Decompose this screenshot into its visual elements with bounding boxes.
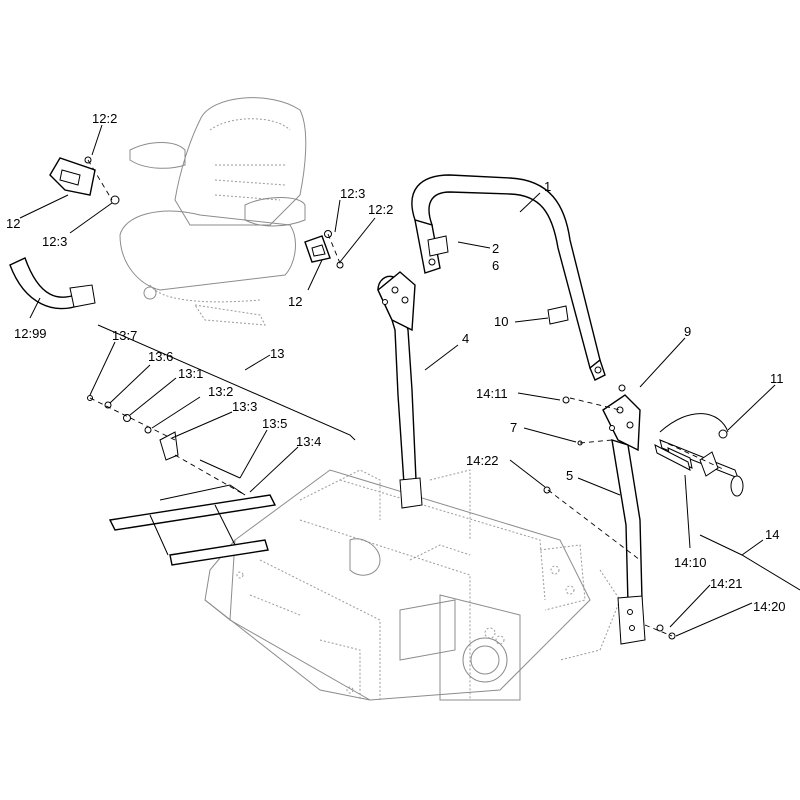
callout-labels: 12:2 12 12:3 12:99 12:3 12:2 12 1 2 6 10… [6,111,786,614]
hardware [543,384,691,640]
callout-9: 9 [684,324,691,339]
decal-10 [547,305,569,325]
callout-12-99: 12:99 [14,326,47,341]
frame-phantom [204,469,621,701]
callout-5: 5 [566,468,573,483]
callout-11: 11 [770,371,784,386]
callout-12-right: 12 [288,294,302,309]
callout-14-20: 14:20 [753,599,786,614]
callout-12-3-right: 12:3 [340,186,365,201]
leader-lines [19,124,800,637]
callout-12-2-left: 12:2 [92,111,117,126]
roll-bar-upper [411,174,606,381]
callout-12-2-right: 12:2 [368,202,393,217]
decal-2 [427,235,449,257]
callout-14-11: 14:11 [476,386,508,401]
roll-bar-left-post [377,271,423,509]
callout-13-2: 13:2 [208,384,233,399]
callout-13-7: 13:7 [112,328,137,343]
callout-4: 4 [462,331,469,346]
assembly-dashes [87,159,726,637]
seat-belt-left [9,156,120,310]
roll-bar-right-post [602,394,646,645]
callout-14-21: 14:21 [710,576,743,591]
callout-1: 1 [544,179,551,194]
callout-10: 10 [494,314,508,329]
callout-13-1: 13:1 [178,366,203,381]
callout-13-4: 13:4 [296,434,321,449]
callout-14-22: 14:22 [466,453,499,468]
callout-13-3: 13:3 [232,399,257,414]
seat-belt-right [304,230,344,269]
callout-13-6: 13:6 [148,349,173,364]
callout-6: 6 [492,258,499,273]
callout-14: 14 [765,527,779,542]
callout-14-10: 14:10 [674,555,707,570]
callout-12-left: 12 [6,216,20,231]
seat-mount-kit [87,395,277,566]
callout-13-5: 13:5 [262,416,287,431]
callout-12-3-left: 12:3 [42,234,67,249]
callout-7: 7 [510,420,517,435]
callout-2: 2 [492,241,499,256]
callout-13: 13 [270,346,284,361]
seat-phantom [119,97,307,326]
